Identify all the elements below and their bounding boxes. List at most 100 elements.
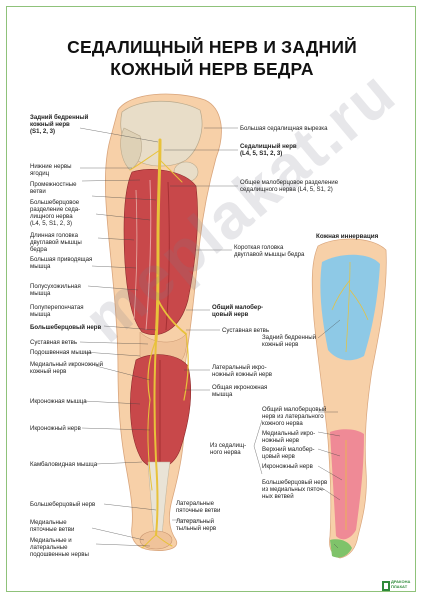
calf-muscles [130, 354, 192, 469]
label-line: (S1, 2, 3) [30, 128, 56, 135]
label-line: Общий малобер- [212, 304, 264, 311]
inset-nerves [331, 261, 369, 530]
label-line: ветви [30, 188, 46, 195]
label-tibial-division: Большеберцовое разделение седа- лищного … [30, 199, 80, 227]
label-semimembranosus: Полуперепончатая мышца [30, 304, 84, 318]
label-line: Короткая головка [234, 244, 284, 251]
logo-mark-icon [382, 581, 390, 591]
label-line: кожный нерв [262, 341, 299, 348]
label-line: двуглавой мышцы бедра [234, 251, 305, 258]
inset-label-medial-sural: Медиальный икро- ножный нерв [262, 430, 315, 444]
label-line: ножный кожный нерв [212, 371, 272, 378]
label-gastrocnemius: Икроножная мышца [30, 398, 87, 405]
label-line: латеральные [30, 544, 68, 551]
label-perineal: Промежностные ветви [30, 181, 76, 195]
label-line: Полуперепончатая [30, 304, 84, 311]
title-line-2: КОЖНЫЙ НЕРВ БЕДРА [110, 59, 314, 79]
label-line: седалищного нерва (L4, 5, S1, 2) [240, 186, 333, 193]
label-greater-sciatic-notch: Большая седалищная вырезка [240, 125, 328, 132]
label-line: Седалищный нерв [240, 143, 297, 150]
leader-lines-left [79, 127, 159, 547]
label-popliteus: Подошвенная мышца [30, 349, 92, 356]
label-articular-branch-right: Суставная ветвь [222, 327, 270, 334]
label-plantar-nerves: Медиальные и латеральные подошвенные нер… [30, 537, 89, 558]
label-line: кожный нерв [30, 121, 70, 128]
label-articular-branch: Суставная ветвь [30, 339, 78, 346]
label-line: мышца [212, 391, 233, 398]
label-tibial-nerve-low: Большеберцовый нерв [30, 501, 96, 508]
label-line: Задний бедренный [30, 114, 89, 121]
inset-title: Кожная иннервация [316, 233, 379, 240]
label-common-sural: Общая икроножная мышца [212, 384, 267, 398]
label-line: Медиальные и [30, 537, 72, 544]
label-line: ягодиц [30, 170, 50, 177]
label-sciatic-nerve: Седалищный нерв (L4, 5, S1, 2, 3) [240, 143, 297, 157]
inset-label-posterior-femoral: Задний бедренный кожный нерв [262, 334, 316, 348]
label-posterior-cutaneous: Задний бедренный кожный нерв (S1, 2, 3) [30, 114, 88, 135]
label-line: Из седалищ- [210, 442, 247, 449]
label-medial-sural: Медиальный икроножный кожный нерв [30, 361, 103, 375]
inset-leader-lines [253, 319, 343, 549]
logo-line: ДРАКОНА [391, 579, 411, 584]
sciatic-nerve-tree [129, 138, 189, 549]
label-common-fibular-division: Общее малоберцовое разделение седалищног… [240, 179, 338, 193]
label-line: Общий малоберцовый [262, 406, 327, 413]
label-line: пяточные ветви [30, 526, 75, 533]
label-line: Общее малоберцовое разделение [240, 179, 339, 186]
label-line: Латеральные [176, 500, 215, 507]
label-line: Длинная головка [30, 232, 78, 239]
label-line: Латеральный [176, 518, 215, 525]
label-medial-calcaneal: Медиальные пяточные ветви [30, 519, 74, 533]
label-line: мышца [30, 311, 51, 318]
label-line: Задний бедренный [262, 334, 317, 341]
publisher-logo: ДРАКОНА ПЛАКАТ [382, 578, 410, 592]
label-biceps-long: Длинная головка двуглавой мышцы бедра [30, 232, 82, 253]
inset-pink-zone [330, 429, 364, 540]
label-line: Общая икроножная [212, 384, 268, 391]
label-biceps-short: Короткая головка двуглавой мышцы бедра [234, 244, 304, 258]
label-line: кожного нерва [262, 420, 303, 427]
label-line: Медиальные [30, 519, 67, 526]
label-lateral-sural: Латеральный икро- ножный кожный нерв [212, 364, 272, 378]
thigh-muscles [123, 169, 198, 335]
label-line: Полусухожильная [30, 283, 81, 290]
label-line: (L4, 5, S1, 2, 3) [30, 220, 73, 227]
inset-label-tibial-calcaneal: Большеберцовый нерв из медиальных пяточ-… [262, 479, 327, 500]
label-line: Большая приводящая [30, 256, 93, 263]
label-tibial-nerve: Большеберцовый нерв [30, 324, 102, 331]
label-sural-nerve: Икроножный нерв [30, 425, 81, 432]
poster-title: СЕДАЛИЩНЫЙ НЕРВ И ЗАДНИЙ КОЖНЫЙ НЕРВ БЕД… [0, 36, 424, 80]
label-line: нерв из латерального [262, 413, 324, 420]
label-line: ных ветвей [262, 493, 294, 500]
poster-frame [6, 6, 416, 592]
inset-green-zone [330, 539, 352, 558]
logo-text: ДРАКОНА ПЛАКАТ [391, 579, 411, 589]
label-line: Латеральный икро- [212, 364, 267, 371]
inset-label-from-sciatic: Из седалищ- ного нерва [210, 442, 246, 456]
label-line: мышца [30, 290, 51, 297]
inset-blue-zone [320, 254, 380, 361]
leader-lines-right [164, 127, 238, 521]
logo-line: ПЛАКАТ [391, 583, 408, 589]
label-line: Промежностные [30, 181, 77, 188]
label-line: цовый нерв [212, 311, 249, 318]
label-line: пяточные ветви [176, 507, 221, 514]
label-semitendinosus: Полусухожильная мышца [30, 283, 81, 297]
label-line: (L4, 5, S1, 2, 3) [240, 150, 283, 157]
label-adductor-magnus: Большая приводящая мышца [30, 256, 92, 270]
label-line: Большеберцовый нерв [262, 479, 328, 486]
label-line: двуглавой мышцы [30, 239, 82, 246]
label-line: Большеберцовое [30, 199, 80, 206]
label-line: мышца [30, 263, 51, 270]
label-line: из медиальных пяточ- [262, 486, 325, 493]
label-inferior-cluneal: Нижние нервы ягодиц [30, 163, 72, 177]
label-lateral-calcaneal: Латеральные пяточные ветви [176, 500, 220, 514]
label-line: ного нерва [210, 449, 241, 456]
label-common-fibular: Общий малобер- цовый нерв [212, 304, 263, 318]
inset-label-upper-fibular: Верхний малобер- цовый нерв [262, 446, 315, 460]
inset-label-cf-lateral: Общий малоберцовый нерв из латерального … [262, 406, 326, 427]
label-line: Медиальный икро- [262, 430, 316, 437]
label-line: тыльный нерв [176, 525, 217, 532]
label-line: Медиальный икроножный [30, 361, 104, 368]
